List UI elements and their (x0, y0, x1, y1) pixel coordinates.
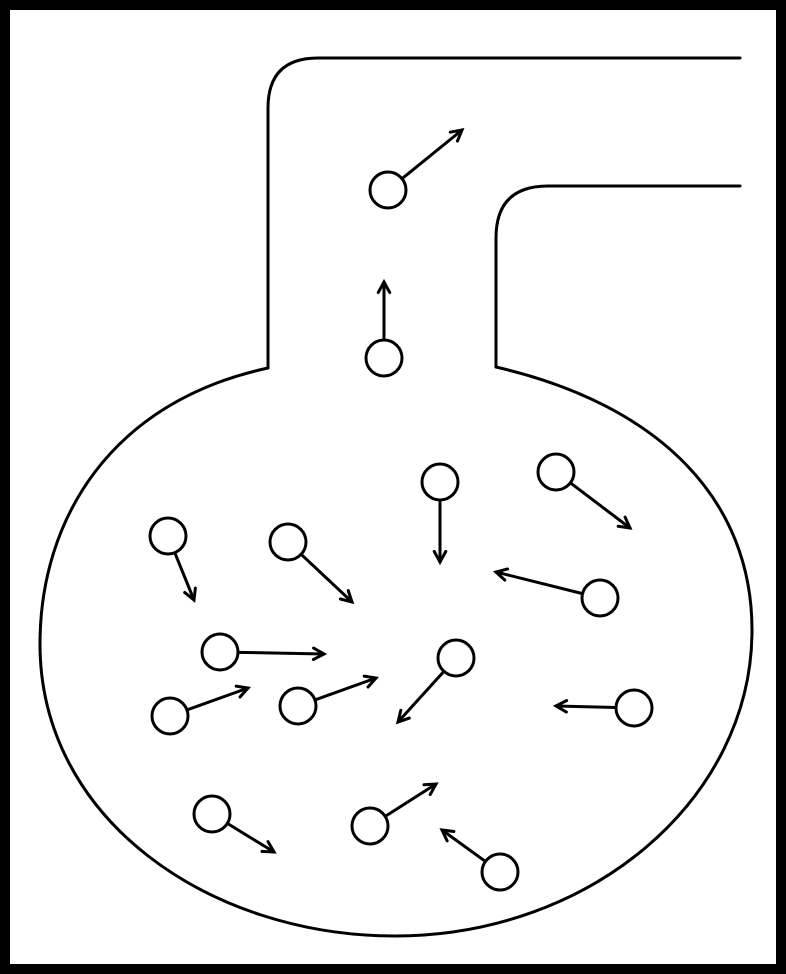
gas-molecule-10 (556, 690, 652, 726)
molecule-icon (422, 464, 458, 500)
gas-molecule-4 (538, 454, 630, 528)
molecule-icon (370, 172, 406, 208)
molecule-icon (202, 634, 238, 670)
gas-molecule-8 (202, 634, 324, 670)
molecule-icon (582, 580, 618, 616)
gas-molecule-9 (398, 640, 474, 722)
gas-molecule-14 (352, 784, 436, 844)
velocity-arrow-shaft (496, 572, 583, 594)
molecule-icon (616, 690, 652, 726)
velocity-arrow-shaft (315, 678, 376, 700)
diagram-panel (10, 10, 776, 964)
gas-molecule-15 (442, 830, 518, 890)
velocity-arrow-shaft (385, 784, 436, 816)
molecule-icon (352, 808, 388, 844)
gas-molecule-5 (150, 518, 195, 600)
gas-molecule-2 (366, 282, 402, 376)
gas-flask-diagram (10, 10, 776, 964)
molecule-icon (280, 688, 316, 724)
velocity-arrow-shaft (556, 706, 616, 708)
molecule-icon (194, 796, 230, 832)
flask-bulb (40, 367, 752, 936)
flask-neck-outer-wall (268, 58, 740, 368)
molecule-icon (538, 454, 574, 490)
velocity-arrow-shaft (301, 554, 352, 602)
gas-molecule-6 (270, 524, 352, 602)
gas-molecule-3 (422, 464, 458, 562)
velocity-arrow-shaft (227, 823, 274, 852)
molecule-icon (482, 854, 518, 890)
gas-molecule-11 (152, 686, 248, 734)
gas-molecule-1 (370, 130, 462, 208)
velocity-arrow-shaft (402, 130, 462, 179)
velocity-arrow-shaft (570, 483, 630, 528)
molecule-icon (150, 518, 186, 554)
molecule-icon (366, 340, 402, 376)
gas-molecule-12 (280, 676, 376, 724)
gas-molecule-7 (496, 569, 618, 616)
velocity-arrow-shaft (238, 652, 324, 654)
velocity-arrow-shaft (187, 688, 248, 710)
flask-neck-inner-wall (496, 186, 740, 367)
velocity-arrow-shaft (442, 830, 485, 861)
molecule-layer (150, 130, 652, 890)
velocity-arrow-shaft (398, 671, 444, 722)
molecule-icon (152, 698, 188, 734)
gas-molecule-13 (194, 796, 274, 852)
